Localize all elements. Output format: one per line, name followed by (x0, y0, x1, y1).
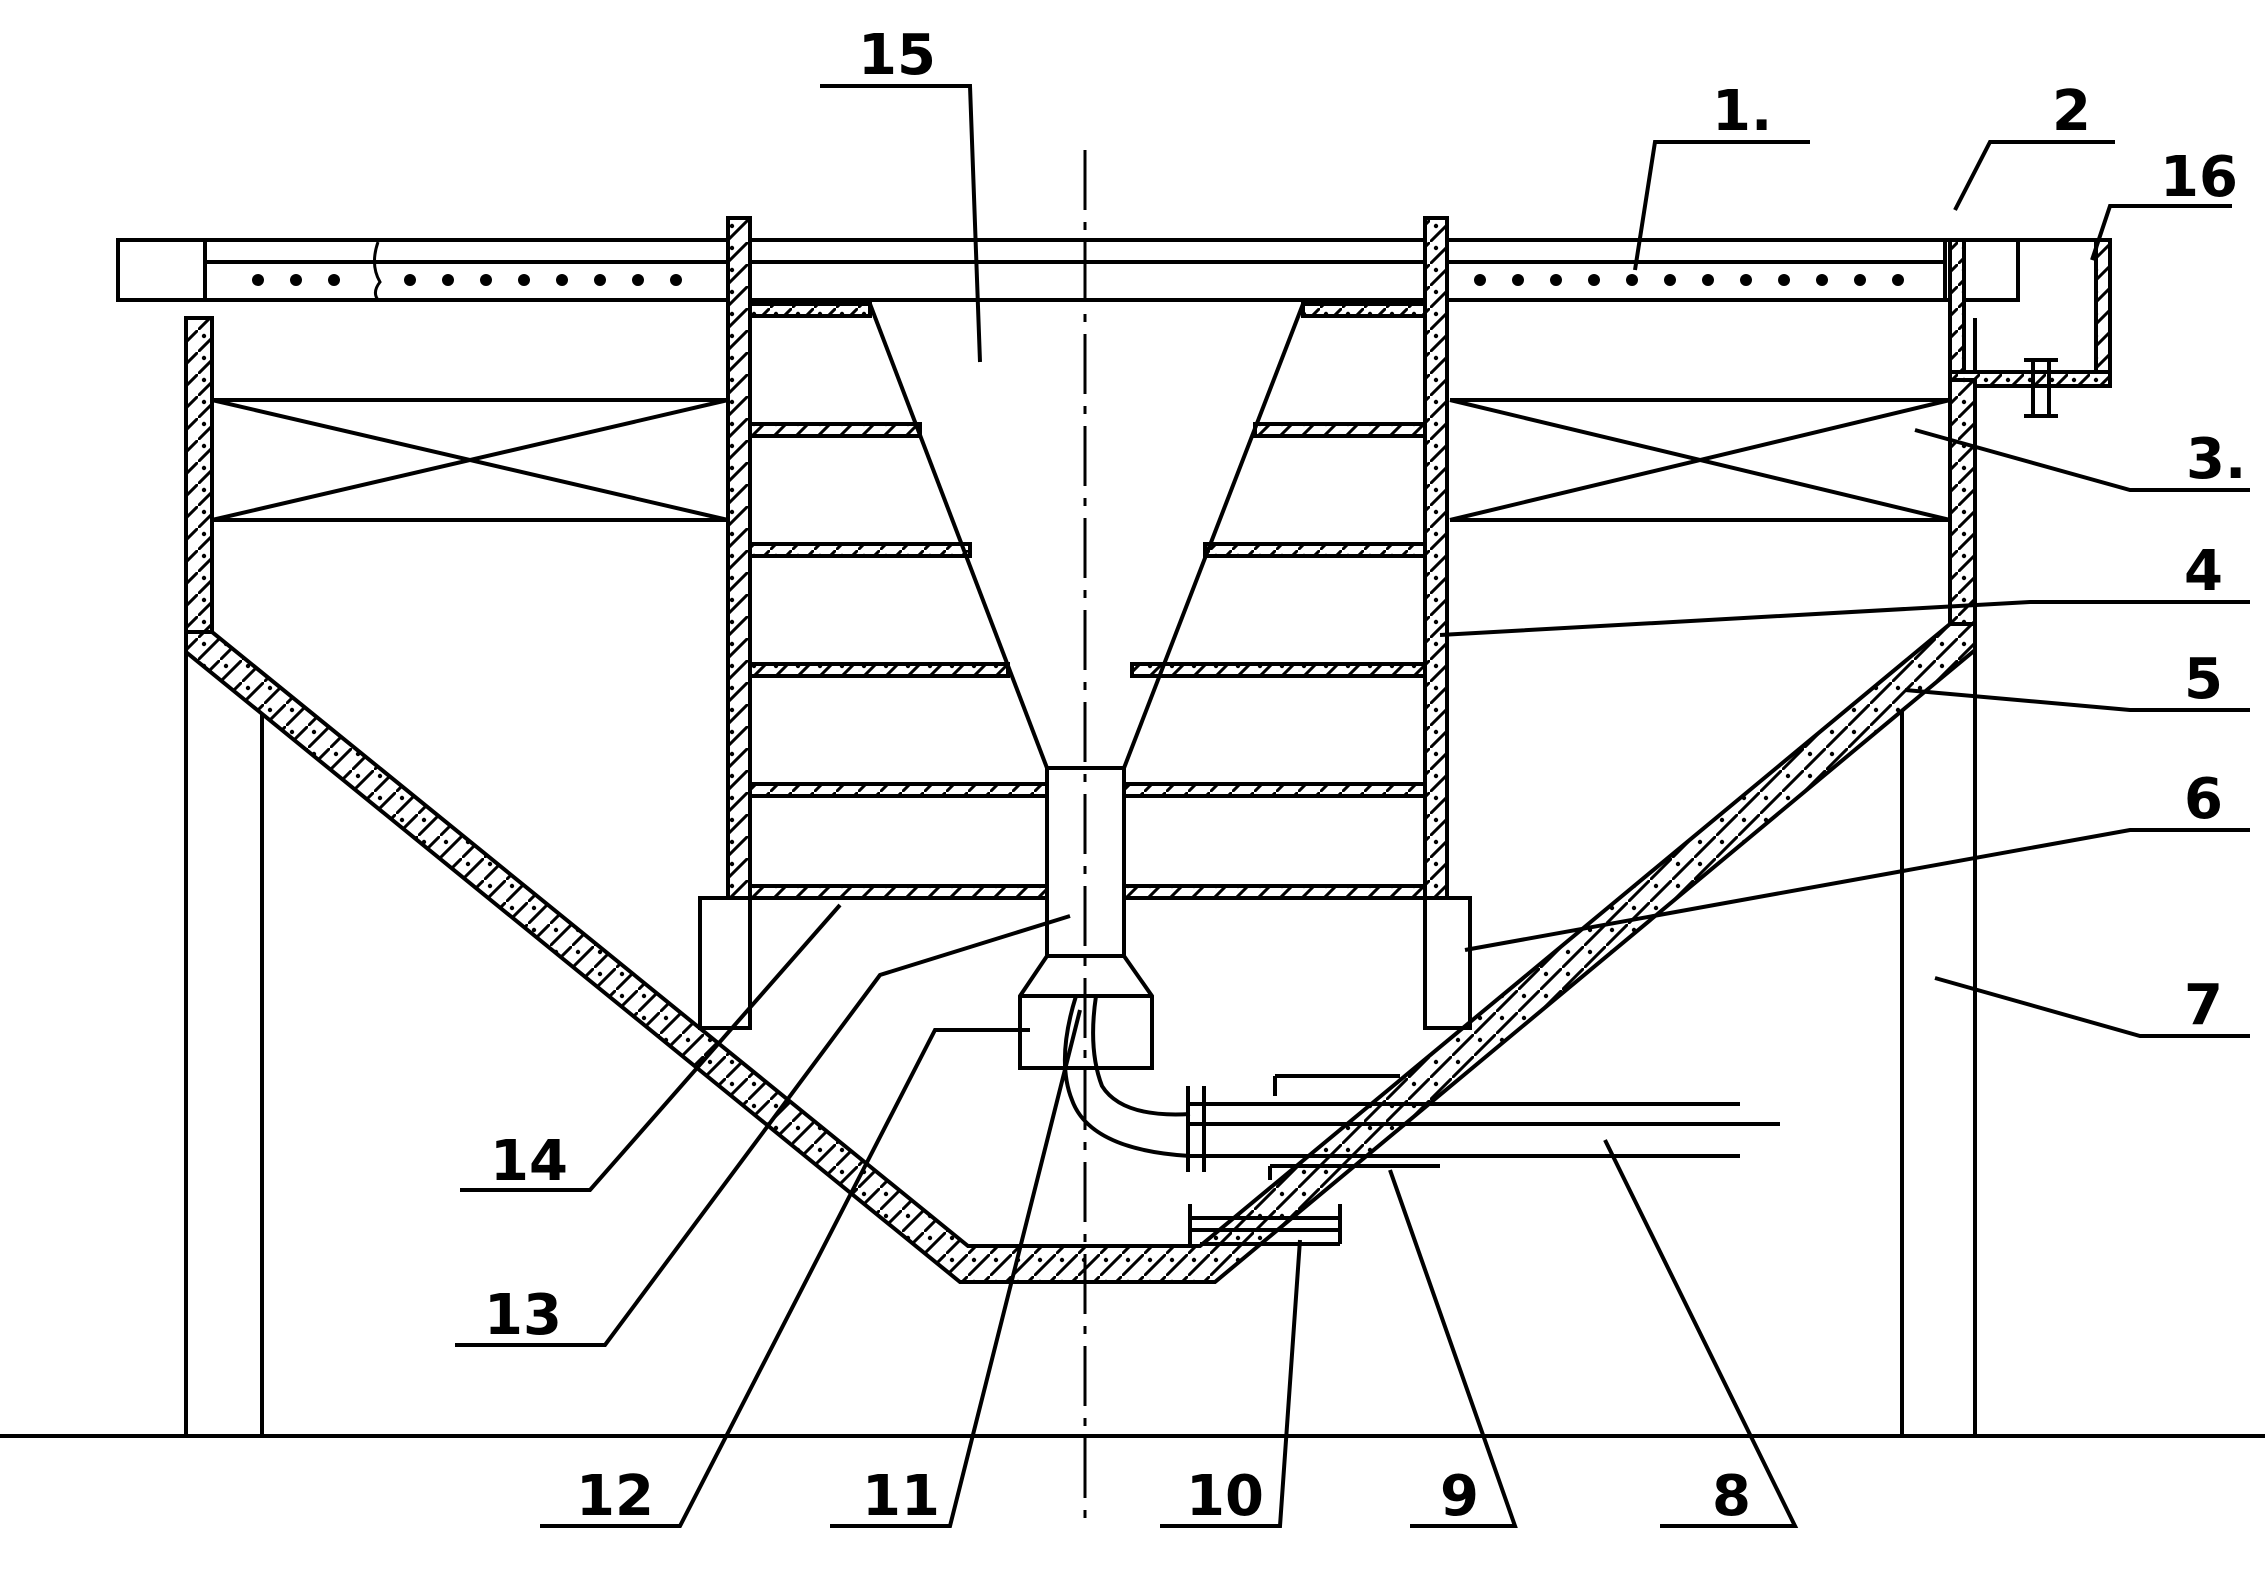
label-12: 12 (576, 1464, 654, 1529)
label-8: 8 (1712, 1464, 1751, 1529)
label-14: 14 (490, 1129, 568, 1194)
part-labels: 15 1. 2 16 3. 4 5 6 7 14 13 12 11 10 9 8 (484, 23, 2246, 1529)
label-15: 15 (858, 23, 936, 88)
skirt-baffle (698, 896, 1472, 1030)
sludge-discharge-pipe (1188, 1164, 1440, 1246)
label-6: 6 (2184, 767, 2223, 832)
label-7: 7 (2184, 973, 2223, 1038)
label-10: 10 (1186, 1464, 1264, 1529)
label-1: 1. (1712, 79, 1772, 144)
label-13: 13 (484, 1283, 562, 1348)
label-11: 11 (862, 1464, 940, 1529)
leader-lines (455, 84, 2250, 1528)
label-4: 4 (2184, 539, 2223, 604)
inlet-pipe (1062, 995, 1780, 1172)
outlet-box (1948, 238, 2112, 418)
inclined-tube-pack (211, 398, 1951, 522)
label-2: 2 (2052, 79, 2091, 144)
label-9: 9 (1440, 1464, 1479, 1529)
outer-tank-wall (184, 316, 1977, 1284)
feed-hopper (868, 303, 1305, 769)
launder-perforations (252, 274, 1904, 286)
overflow-launder (116, 238, 2020, 302)
inner-baffle-plates (748, 302, 1427, 900)
label-16: 16 (2160, 145, 2238, 210)
label-5: 5 (2184, 647, 2223, 712)
label-3: 3. (2186, 427, 2246, 492)
